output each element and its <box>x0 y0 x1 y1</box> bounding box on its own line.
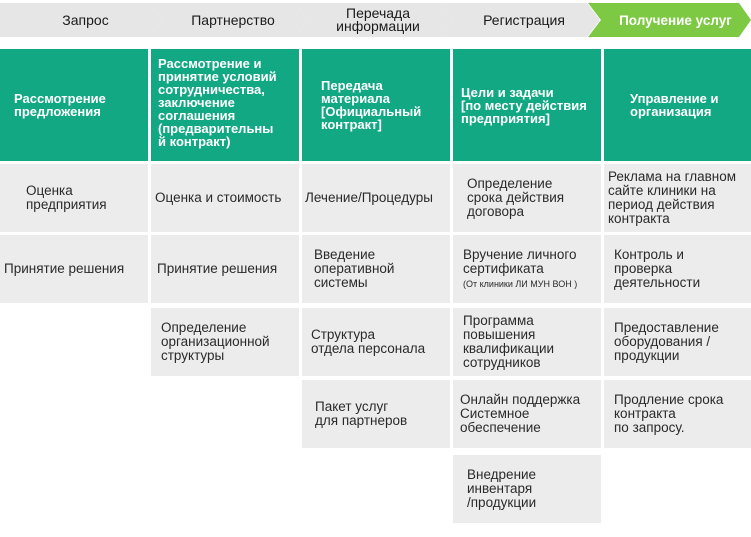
step-cell: Реклама на главном сайте клиники на пери… <box>604 164 751 232</box>
cell-text: Принятие решения <box>157 261 278 276</box>
step-request: Запрос <box>0 3 163 37</box>
step-label: Запрос <box>62 11 109 28</box>
step-cell: Оценка предприятия <box>0 164 148 232</box>
cell-text: Предоставление оборудования / продукции <box>614 320 719 363</box>
cell-text: Пакет услуг для партнеров <box>315 399 408 428</box>
header-text: Цели и задачи [по месту действия предпри… <box>461 84 587 126</box>
step-label: Получение услуг <box>619 12 732 28</box>
step-cell: Внедрение инвентаря /продукции <box>453 455 601 523</box>
header-cell: Рассмотрение предложения <box>0 49 148 161</box>
step-cell: Продление срока контракта по запросу. <box>604 380 751 448</box>
process-steps: Запрос Партнерство Перечада информации Р… <box>0 3 751 37</box>
step-info-transfer: Перечада информации <box>295 3 453 37</box>
cell-text: Реклама на главном сайте клиники на пери… <box>608 169 737 226</box>
cell-text: Оценка предприятия <box>26 183 107 212</box>
step-label: Регистрация <box>483 11 565 28</box>
cell-text: Онлайн поддержка Системное обеспечение <box>460 392 581 435</box>
cell-text: Вручение личного сертификата <box>463 247 577 276</box>
step-cell: Принятие решения <box>0 235 148 303</box>
header-text: Управление и организация <box>630 91 719 119</box>
step-cell: Принятие решения <box>151 235 299 303</box>
header-text: Рассмотрение и принятие условий сотрудни… <box>158 56 277 149</box>
cell-text: Лечение/Процедуры <box>305 190 433 205</box>
cell-text: Контроль и проверка деятельности <box>614 247 701 290</box>
cell-text: Оценка и стоимость <box>155 190 282 205</box>
header-cell: Передача материала [Официальный контракт… <box>302 49 450 161</box>
cell-text: Определение организационной структуры <box>161 320 270 363</box>
cell-text: Определение срока действия договора <box>467 176 565 219</box>
cell-text: Введение оперативной системы <box>314 247 395 290</box>
step-cell: Онлайн поддержка Системное обеспечение <box>453 380 601 448</box>
header-cell: Управление и организация <box>604 49 751 161</box>
step-registration: Регистрация <box>440 3 600 37</box>
header-cell: Рассмотрение и принятие условий сотрудни… <box>151 49 299 161</box>
cell-text: Продление срока контракта по запросу. <box>614 392 724 435</box>
step-cell: Определение срока действия договора <box>453 164 601 232</box>
cell-text: Внедрение инвентаря /продукции <box>467 467 537 510</box>
header-text: Передача материала [Официальный контракт… <box>321 78 422 132</box>
cell-text: Программа повышения квалификации сотрудн… <box>463 313 555 370</box>
step-partnership: Партнерство <box>150 3 308 37</box>
step-cell: Структура отдела персонала <box>302 308 450 376</box>
step-receive-services: Получение услуг <box>588 3 751 37</box>
step-cell: Предоставление оборудования / продукции <box>604 308 751 376</box>
step-cell: Лечение/Процедуры <box>302 164 450 232</box>
step-label: Перечада информации <box>336 5 420 34</box>
step-cell: Оценка и стоимость <box>151 164 299 232</box>
step-label: Партнерство <box>191 11 275 28</box>
step-cell: Вручение личного сертификата (От клиники… <box>453 235 601 303</box>
header-text: Рассмотрение предложения <box>14 91 106 119</box>
step-cell: Введение оперативной системы <box>302 235 450 303</box>
header-cell: Цели и задачи [по месту действия предпри… <box>453 49 601 161</box>
step-cell: Пакет услуг для партнеров <box>302 380 450 448</box>
cell-text: Принятие решения <box>4 261 125 276</box>
step-cell: Определение организационной структуры <box>151 308 299 376</box>
step-cell: Программа повышения квалификации сотрудн… <box>453 308 601 376</box>
cell-note: (От клиники ЛИ МУН ВОН ) <box>463 279 578 289</box>
step-cell: Контроль и проверка деятельности <box>604 235 751 303</box>
cell-text: Структура отдела персонала <box>311 327 426 356</box>
